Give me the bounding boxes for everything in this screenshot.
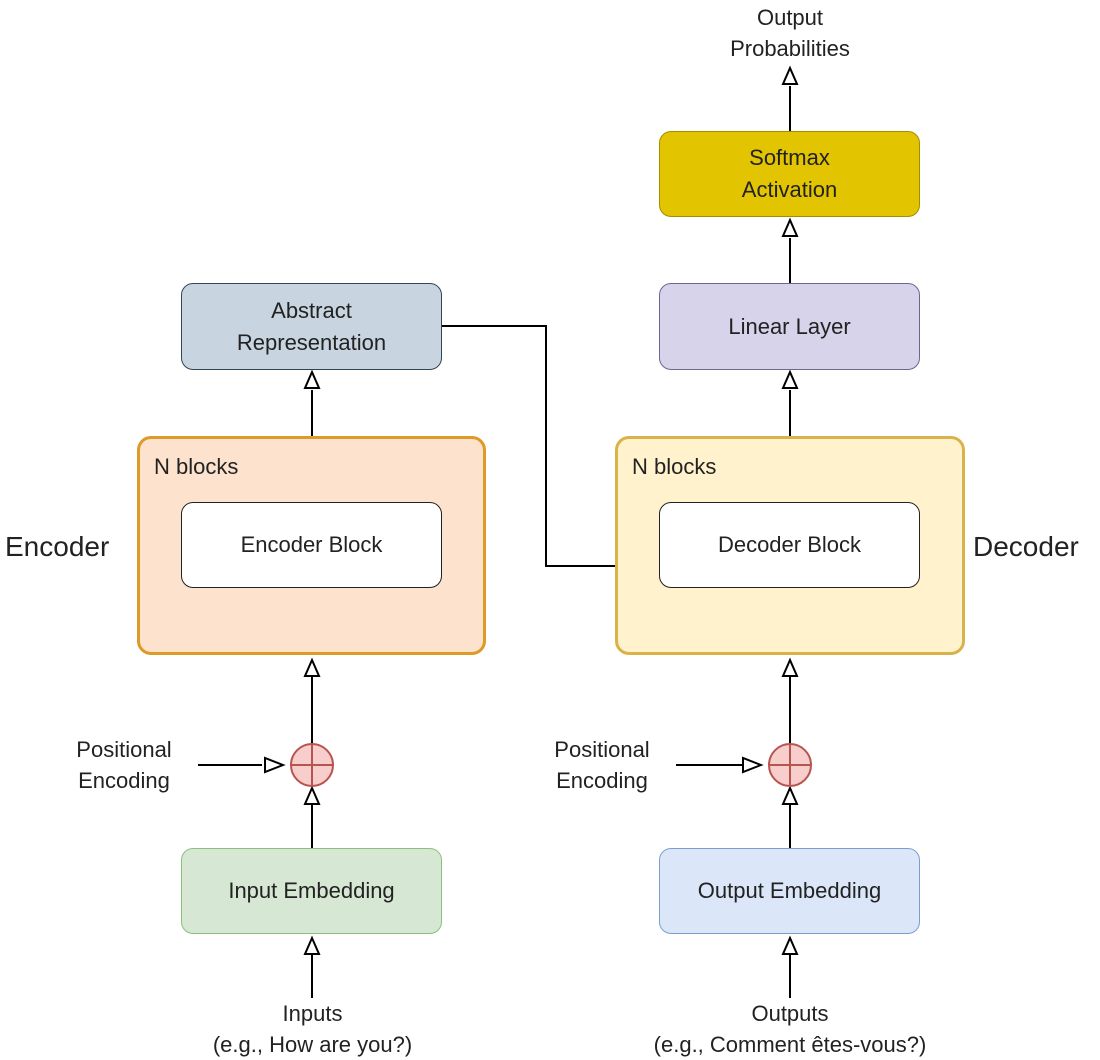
positional-encoding-label-decoder: Positional Encoding <box>538 734 666 796</box>
outputs-line1: Outputs <box>751 1001 829 1026</box>
linear-layer-label: Linear Layer <box>728 313 851 339</box>
encoder-block: Encoder Block <box>181 502 442 588</box>
outputs-line2: (e.g., Comment êtes-vous?) <box>653 1032 927 1057</box>
abstract-representation-box: Abstract Representation <box>181 283 442 370</box>
pos-enc-left-line1: Positional <box>76 737 172 762</box>
decoder-block: Decoder Block <box>659 502 920 588</box>
decoder-side-label: Decoder <box>973 531 1079 562</box>
linear-layer-box: Linear Layer <box>659 283 920 370</box>
positional-encoding-label-encoder: Positional Encoding <box>60 734 188 796</box>
output-prob-line2: Probabilities <box>730 36 850 61</box>
pos-enc-left-line2: Encoding <box>78 768 170 793</box>
output-prob-line1: Output <box>756 5 824 30</box>
output-embedding-label: Output Embedding <box>697 878 882 903</box>
adder-left-icon <box>290 743 334 787</box>
output-probabilities-label: Output Probabilities <box>690 2 890 64</box>
softmax-line2: Activation <box>741 177 838 202</box>
encoder-block-label: Encoder Block <box>240 532 383 557</box>
outputs-label: Outputs (e.g., Comment êtes-vous?) <box>610 998 970 1060</box>
abstract-line1: Abstract <box>271 297 352 323</box>
output-embedding-box: Output Embedding <box>659 848 920 934</box>
inputs-line2: (e.g., How are you?) <box>212 1032 413 1057</box>
decoder-group: N blocks Decoder Block <box>615 436 965 655</box>
decoder-group-title: N blocks <box>632 454 717 479</box>
softmax-activation-box: Softmax Activation <box>659 131 920 217</box>
pos-enc-right-line1: Positional <box>554 737 650 762</box>
encoder-group: N blocks Encoder Block <box>137 436 486 655</box>
input-embedding-box: Input Embedding <box>181 848 442 934</box>
softmax-line1: Softmax <box>749 145 830 170</box>
pos-enc-right-line2: Encoding <box>556 768 648 793</box>
abstract-line2: Representation <box>236 329 387 355</box>
encoder-side-label: Encoder <box>5 531 110 562</box>
adder-right-icon <box>768 743 812 787</box>
decoder-block-label: Decoder Block <box>717 532 862 557</box>
inputs-line1: Inputs <box>282 1001 343 1026</box>
input-embedding-label: Input Embedding <box>228 878 395 903</box>
cross-attention-connector <box>442 325 615 567</box>
encoder-group-title: N blocks <box>154 454 239 479</box>
inputs-label: Inputs (e.g., How are you?) <box>170 998 455 1060</box>
